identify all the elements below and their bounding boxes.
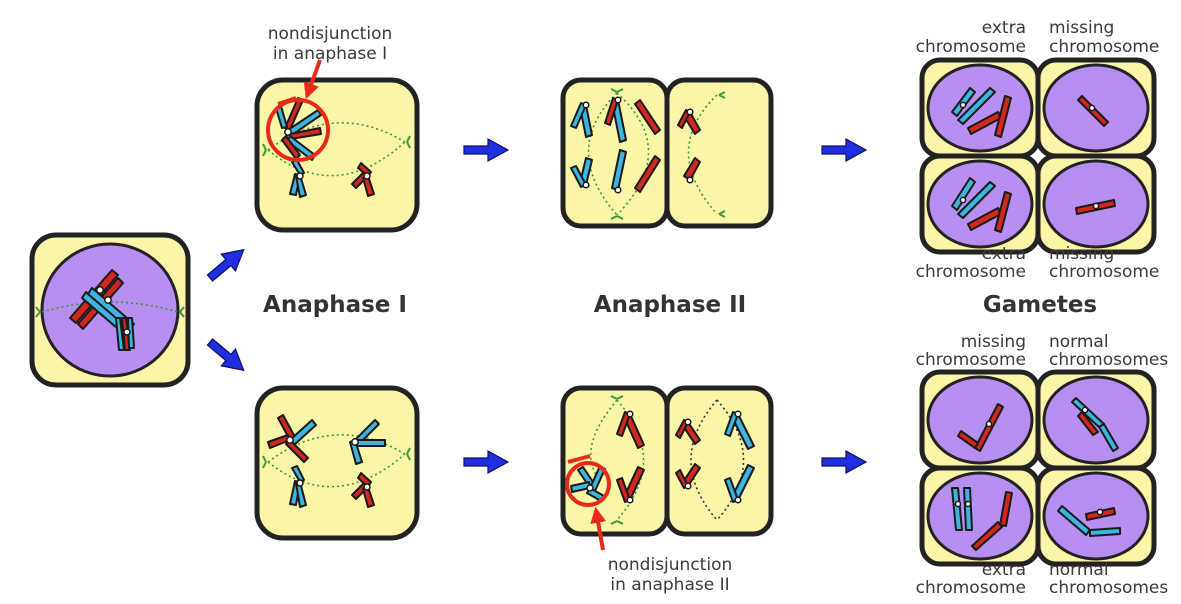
header-anaphase-1: Anaphase I	[263, 292, 407, 318]
bottom-gamete-tl-label-1: missing	[961, 332, 1026, 352]
arrow-right-bottom-1-icon	[463, 450, 509, 474]
nondisjunction-2-line1: nondisjunction	[608, 555, 733, 575]
bottom-gamete-br-label-2: chromosomes	[1049, 578, 1168, 598]
nondisjunction-2-highlight	[565, 461, 611, 507]
bottom-gamete-bl-label-1: extra	[982, 560, 1026, 580]
bottom-anaphase-2-cells	[560, 385, 774, 551]
arrow-right-bottom-2-icon	[821, 450, 867, 474]
bottom-ap2-chromosomes	[570, 410, 755, 504]
top-gamete-br-label-1: missing	[1049, 244, 1114, 264]
bottom-gamete-tr-label-1: normal	[1049, 332, 1109, 352]
top-gamete-tl	[919, 57, 1041, 159]
top-gamete-br	[1035, 153, 1157, 255]
arrow-right-top-1-icon	[463, 138, 509, 162]
bottom-anaphase-1-cell	[254, 385, 420, 541]
bottom-gamete-tl-label-2: chromosome	[916, 350, 1026, 370]
top-gamete-bl	[919, 153, 1041, 255]
arrow-down-right-icon	[202, 332, 252, 380]
top-ap2-chromosomes	[570, 96, 701, 194]
bottom-gamete-br-label-1: normal	[1049, 560, 1109, 580]
top-anaphase-1-cell	[254, 59, 420, 233]
bottom-ap1-chromosomes	[267, 414, 386, 508]
header-anaphase-2: Anaphase II	[594, 292, 746, 318]
bottom-gamete-tr	[1035, 369, 1157, 471]
arrow-right-top-2-icon	[821, 138, 867, 162]
top-gamete-tr-label-1: missing	[1049, 18, 1114, 38]
top-ap1-chromosomes	[275, 97, 375, 198]
parent-cell	[29, 232, 191, 388]
top-gamete-tl-label-1: extra	[982, 18, 1026, 38]
bottom-gamete-br	[1035, 465, 1157, 567]
parent-chromosomes	[69, 269, 135, 351]
bottom-gamete-tl	[919, 369, 1041, 471]
nondisjunction-1-line1: nondisjunction	[268, 24, 393, 44]
header-gametes: Gametes	[983, 292, 1097, 318]
top-gamete-tr-label-2: chromosome	[1049, 37, 1159, 57]
nondisjunction-1-pointer-icon	[303, 59, 322, 100]
top-gamete-tr	[1035, 57, 1157, 159]
top-gamete-bl-label-1: extra	[982, 244, 1026, 264]
bottom-gametes	[919, 369, 1157, 567]
bottom-gamete-bl	[919, 465, 1041, 567]
nondisjunction-2-pointer-icon	[590, 506, 607, 551]
top-anaphase-2-cells	[560, 77, 774, 229]
arrow-up-right-icon	[202, 240, 252, 288]
nondisjunction-1-highlight	[266, 98, 330, 162]
nondisjunction-2-line2: in anaphase II	[610, 575, 729, 595]
bottom-gamete-bl-label-2: chromosome	[916, 578, 1026, 598]
top-gamete-br-label-2: chromosome	[1049, 262, 1159, 282]
top-gamete-tl-label-2: chromosome	[916, 37, 1026, 57]
top-gametes	[919, 57, 1157, 255]
top-gamete-bl-label-2: chromosome	[916, 262, 1026, 282]
nondisjunction-1-line2: in anaphase I	[273, 44, 387, 64]
bottom-gamete-tr-label-2: chromosomes	[1049, 350, 1168, 370]
